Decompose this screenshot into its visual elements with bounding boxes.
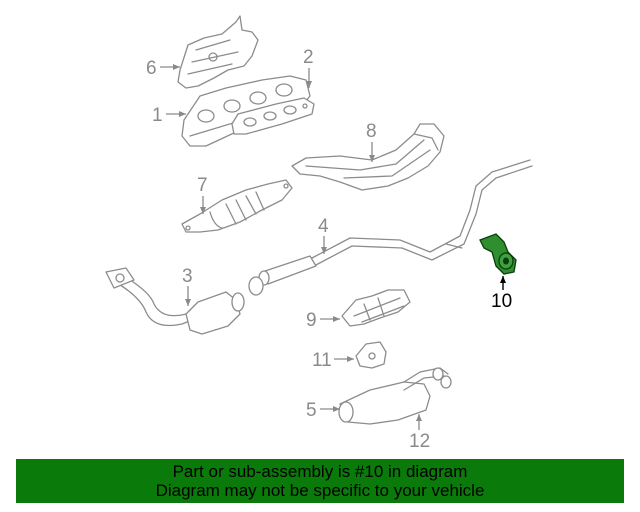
callout-label-highlighted: 10 — [491, 291, 512, 312]
banner-line-part-number: Part or sub-assembly is #10 in diagram — [172, 462, 468, 481]
callout-8: 8 — [366, 121, 377, 162]
callout-label: 4 — [318, 216, 329, 237]
part-5-muffler[interactable] — [338, 367, 452, 425]
banner-line-disclaimer: Diagram may not be specific to your vehi… — [155, 481, 485, 500]
callout-4: 4 — [318, 216, 329, 254]
callout-label: 9 — [306, 310, 317, 331]
part-11-hanger-bracket[interactable] — [355, 341, 387, 369]
callout-11: 11 — [312, 350, 354, 371]
callout-label: 8 — [366, 121, 377, 142]
callout-label: 7 — [197, 175, 208, 196]
callout-label: 1 — [152, 105, 163, 126]
part-3-front-pipe[interactable] — [105, 267, 245, 335]
callout-label: 6 — [146, 58, 157, 79]
part-6-manifold-heat-shield[interactable] — [177, 15, 259, 89]
callout-9: 9 — [306, 310, 340, 331]
part-4-intermediate-pipe[interactable] — [248, 159, 533, 296]
callout-6: 6 — [146, 58, 180, 79]
part-8-heat-shield[interactable] — [291, 123, 445, 191]
part-2-manifold-gasket[interactable] — [231, 97, 315, 135]
callout-label: 12 — [409, 431, 430, 452]
part-9-muffler-heat-shield[interactable] — [341, 289, 411, 327]
callout-5: 5 — [306, 400, 340, 421]
callout-label: 3 — [182, 266, 193, 287]
callout-3: 3 — [182, 266, 193, 306]
callout-2: 2 — [303, 47, 314, 88]
part-10-exhaust-hanger[interactable] — [479, 233, 517, 275]
part-info-banner: Part or sub-assembly is #10 in diagram D… — [16, 459, 624, 503]
callout-1: 1 — [152, 105, 186, 126]
callout-7: 7 — [197, 175, 208, 214]
callout-label: 11 — [312, 350, 332, 371]
callout-label: 2 — [303, 47, 314, 68]
part-7-catalytic-converter[interactable] — [181, 179, 293, 233]
callout-label: 5 — [306, 400, 317, 421]
callout-12: 12 — [409, 414, 430, 452]
callout-10: 10 — [491, 276, 512, 312]
